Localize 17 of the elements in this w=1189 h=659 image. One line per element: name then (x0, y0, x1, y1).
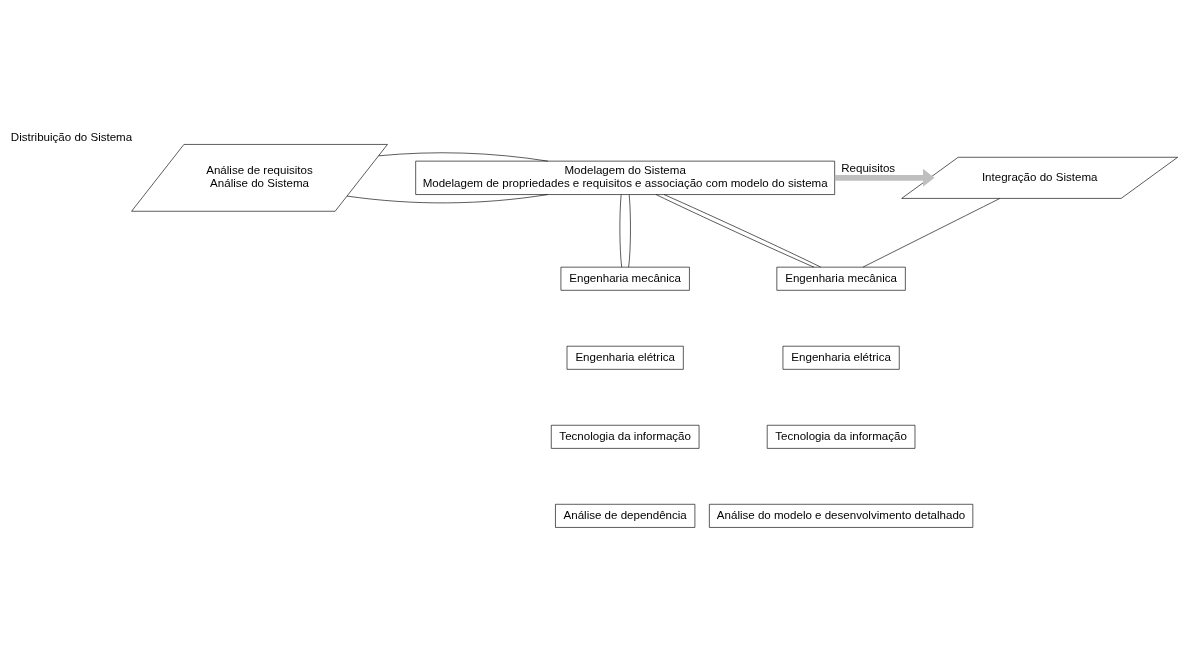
node-box: Engenharia elétrica (566, 345, 684, 370)
connector (862, 198, 1001, 268)
edge-label: Requisitos (841, 162, 896, 175)
node-box: Modelagem do Sistema Modelagem de propriedades e requisitos e associação com modelo do sistema (415, 160, 835, 195)
node-box: Engenharia mecânica (560, 266, 690, 291)
node-box: Tecnologia da informação (766, 424, 916, 449)
node-box: Análise de dependência (555, 503, 696, 528)
connector (619, 194, 623, 268)
connector (628, 194, 631, 268)
node-label: Distribuição do Sistema (10, 130, 133, 143)
arrow (834, 168, 935, 187)
node-box: Tecnologia da informação (550, 424, 700, 449)
connector (378, 152, 549, 162)
node-box: Engenharia mecânica (776, 266, 906, 291)
node-box: Análise do modelo e desenvolvimento detalhado (709, 503, 974, 528)
connector (346, 194, 549, 204)
node-box: Engenharia elétrica (782, 345, 900, 370)
